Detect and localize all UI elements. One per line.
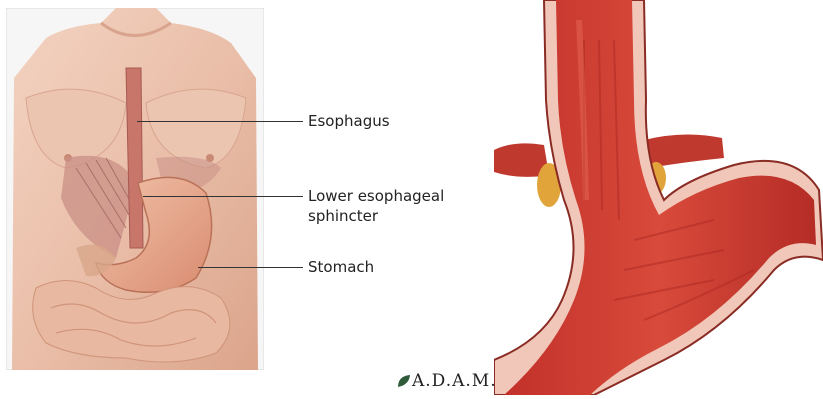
torso-anatomy-drawing xyxy=(6,8,264,370)
cross-section-illustration xyxy=(494,0,823,395)
esophagus-label: Esophagus xyxy=(308,111,390,131)
stomach-label: Stomach xyxy=(308,257,374,277)
torso-illustration xyxy=(6,8,264,370)
les-label-line2: sphincter xyxy=(308,206,378,226)
adam-logo: A.D.A.M. xyxy=(396,370,497,392)
leaf-icon xyxy=(396,373,412,389)
les-label-line1: Lower esophageal xyxy=(308,186,444,206)
stomach-leader-line xyxy=(198,267,303,268)
les-leader-line xyxy=(143,196,303,197)
adam-logo-text: A.D.A.M. xyxy=(412,371,497,391)
esophagus-cross-section-drawing xyxy=(494,0,823,395)
esophagus-leader-line xyxy=(137,121,303,122)
